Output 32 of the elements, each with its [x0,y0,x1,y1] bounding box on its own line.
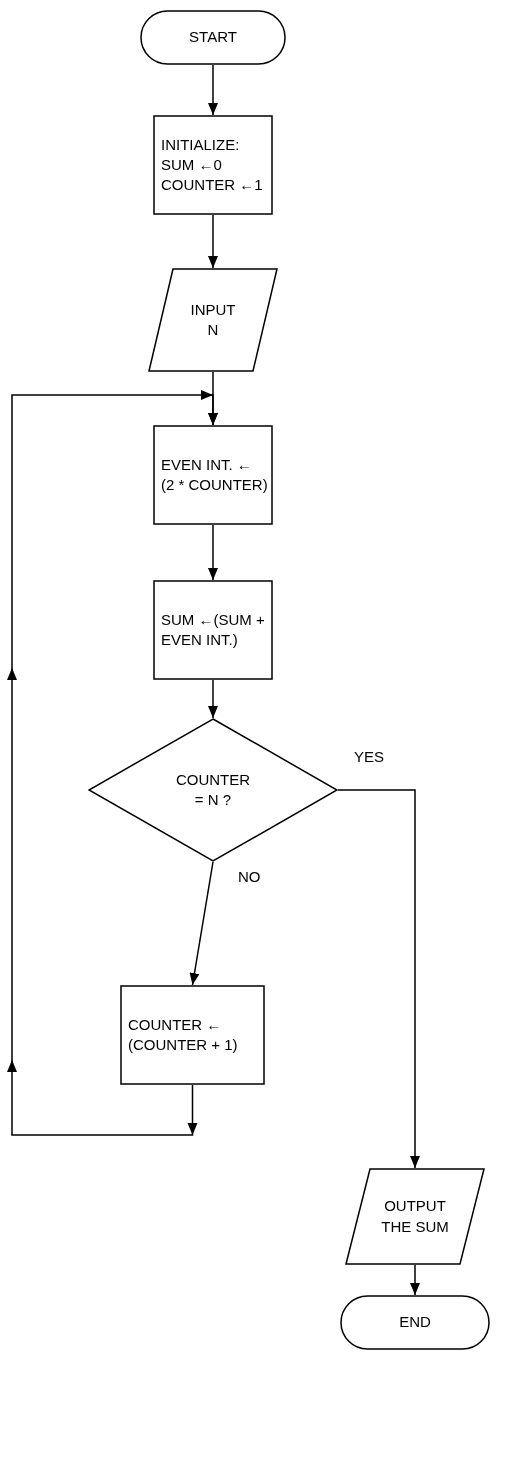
step-text: INITIALIZE: [161,134,240,155]
arrow [410,1264,420,1296]
step-text: END [399,1312,431,1333]
step-text: = N ? [194,790,232,810]
loop-arrow [7,390,218,1136]
decision-diamond [88,718,338,862]
arrow [337,789,420,1169]
step-text: THE SUM [381,1216,449,1237]
input-parallelogram [148,268,278,372]
step-text: START [189,27,237,48]
arrow [189,861,214,986]
process-box [153,115,273,215]
step-text: OUTPUT [384,1196,446,1217]
step-text: (2 * COUNTER) [161,475,268,495]
process-box [153,425,273,525]
step-text: COUNTER ←1 [161,175,263,196]
process-box [120,985,265,1085]
arrow [208,679,218,719]
step-text: EVEN INT.) [161,630,238,650]
arrow [208,64,218,116]
arrow [208,524,218,581]
step-text: N [207,320,219,340]
step-text: INPUT [190,299,236,320]
process-box [153,580,273,680]
step-text: EVEN INT. ← [161,454,252,475]
arrow [208,214,218,269]
output-parallelogram [345,1168,485,1265]
step-text: (COUNTER + 1) [128,1035,238,1055]
step-text: SUM ←0 [161,154,222,175]
step-text: COUNTER ← [128,1014,222,1035]
step-text: COUNTER [175,769,251,790]
step-text: SUM ←(SUM + [161,609,265,630]
